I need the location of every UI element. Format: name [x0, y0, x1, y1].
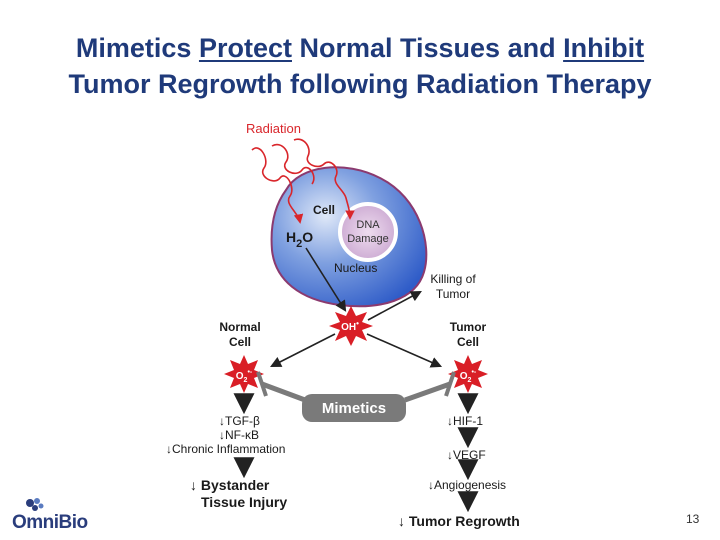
mimetics-box [302, 394, 406, 422]
tumor-cell-label-2: Cell [457, 335, 479, 349]
effect-hif1: ↓HIF-1 [447, 414, 483, 428]
slide-title: Mimetics Protect Normal Tissues and Inhi… [0, 30, 720, 102]
effect-tgf: ↓TGF-β [219, 414, 260, 428]
h2o-to-oh-arrow [305, 247, 347, 312]
killing-label-1: Killing of [430, 272, 476, 286]
superoxide-label-tumor: O2•- [460, 369, 477, 384]
dna-label-1: DNA [356, 219, 380, 231]
superoxide-starburst-normal [224, 355, 264, 393]
mimetics-label: Mimetics [322, 400, 386, 417]
h2o-label: H2O [286, 229, 313, 250]
radiation-wave-1 [251, 147, 304, 224]
dna-label-2: Damage [347, 233, 389, 245]
oh-to-tumor-arrow [366, 333, 443, 368]
superoxide-starburst-tumor [448, 355, 488, 393]
inhibit-bar-normal [256, 371, 268, 397]
radiation-label: Radiation [246, 121, 301, 136]
normal-cell-label-2: Cell [229, 335, 251, 349]
effect-angiogenesis: ↓Angiogenesis [428, 478, 506, 492]
normal-cell-label-1: Normal [219, 320, 260, 334]
bystander-label-1: ↓ Bystander [190, 477, 270, 493]
nucleus-label: Nucleus [334, 261, 377, 275]
effect-vegf: ↓VEGF [447, 448, 486, 462]
omnibio-logo-icon [26, 498, 44, 511]
radiation-wave-2 [271, 143, 315, 185]
effect-inflammation: ↓Chronic Inflammation [166, 442, 285, 456]
killing-label-2: Tumor [436, 287, 470, 301]
nucleus [338, 202, 398, 262]
oh-to-killing-arrow [367, 290, 422, 321]
logo-text: OmniBio [12, 512, 88, 533]
mimetics-inhibit-normal [261, 381, 306, 403]
bystander-label-2: Tissue Injury [201, 494, 287, 510]
radiation-wave-3 [293, 138, 355, 220]
superoxide-label-normal: O2•- [236, 369, 253, 384]
inhibit-bar-tumor [444, 371, 456, 397]
oh-to-normal-arrow [270, 333, 336, 368]
mimetics-inhibit-tumor [404, 381, 451, 403]
oh-starburst [329, 306, 373, 346]
cell-label: Cell [313, 203, 335, 217]
tumor-cell-label-1: Tumor [450, 320, 487, 334]
oh-label: OH• [341, 319, 359, 333]
title-line-1: Mimetics Protect Normal Tissues and Inhi… [75, 33, 645, 63]
tumor-regrowth-label: ↓ Tumor Regrowth [398, 513, 520, 529]
title-line-2: Tumor Regrowth following Radiation Thera… [68, 69, 652, 99]
effect-nfkb: ↓NF-κB [219, 428, 259, 442]
slide-number: 13 [686, 512, 700, 526]
